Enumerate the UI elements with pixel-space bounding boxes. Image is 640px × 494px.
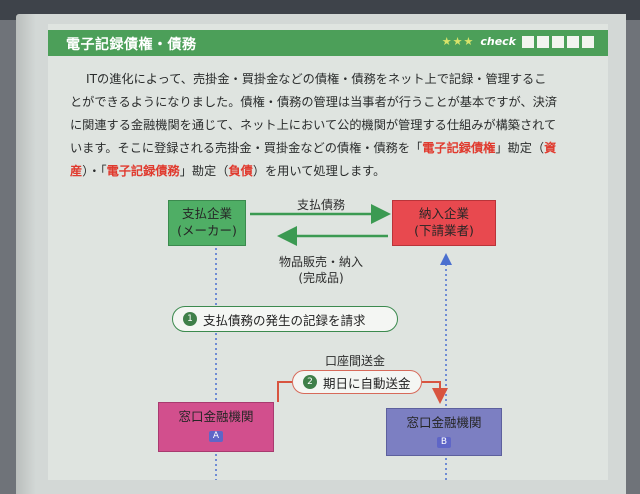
highlight-term: 電子記録債権 xyxy=(422,141,496,155)
text-span: 」勘定（ xyxy=(179,164,229,178)
check-box[interactable] xyxy=(537,35,549,48)
text-span: ）・「 xyxy=(82,164,107,178)
step-label: 支払債務の発生の記録を請求 xyxy=(203,312,366,328)
text-span: ）を用いて処理します。 xyxy=(252,164,386,178)
check-box[interactable] xyxy=(582,35,594,48)
bank-a-box: 窓口金融機関 A xyxy=(158,402,274,452)
step-label: 期日に自動送金 xyxy=(323,375,411,391)
node-title: 窓口金融機関 xyxy=(406,415,482,430)
bank-tag: B xyxy=(437,437,451,448)
step1-pill: 1 支払債務の発生の記録を請求 xyxy=(172,306,398,332)
node-title: 支払企業 xyxy=(181,206,232,221)
section-title: 電子記録債権・債務 xyxy=(66,37,197,53)
step2-pill: 2 期日に自動送金 xyxy=(292,370,422,394)
node-title: 納入企業 xyxy=(418,206,469,221)
star-rating: ★★★ xyxy=(441,35,475,48)
intro-line: ITの進化によって、売掛金・買掛金などの債権・債務をネット上で記録・管理するこ xyxy=(86,72,547,86)
check-box[interactable] xyxy=(567,35,579,48)
intro-line: 産）・「電子記録債務」勘定（負債）を用いて処理します。 xyxy=(70,160,600,183)
label-goods-delivery: 物品販売・納入 (完成品) xyxy=(266,254,376,286)
section-header: 電子記録債権・債務 ★★★ check xyxy=(48,30,608,56)
content-panel xyxy=(48,24,608,480)
highlight-term: 産 xyxy=(70,164,83,178)
label-payment-debt: 支払債務 xyxy=(296,198,345,212)
node-subtitle: (下請業者) xyxy=(414,223,474,238)
arrow-auto-transfer xyxy=(422,381,448,404)
highlight-term: 負債 xyxy=(228,164,253,178)
node-subtitle: (メーカー) xyxy=(177,223,237,238)
intro-paragraph: ITの進化によって、売掛金・買掛金などの債権・債務をネット上で記録・管理するこ … xyxy=(70,68,600,183)
page-shadow xyxy=(16,14,36,494)
intro-line: います。そこに登録される売掛金・買掛金などの債権・債務を「電子記録債権」勘定（資 xyxy=(70,137,600,160)
check-box[interactable] xyxy=(522,35,534,48)
label-line: 物品販売・納入 xyxy=(278,255,363,269)
label-account-transfer: 口座間送金 xyxy=(324,354,385,368)
text-span: います。そこに登録される売掛金・買掛金などの債権・債務を「 xyxy=(70,141,423,155)
node-title: 窓口金融機関 xyxy=(178,409,254,424)
check-area: ★★★ check xyxy=(442,35,594,48)
bank-tag: A xyxy=(209,431,223,442)
label-line: (完成品) xyxy=(298,271,344,285)
check-label: check xyxy=(480,35,516,48)
bank-b-box: 窓口金融機関 B xyxy=(386,408,502,456)
highlight-term: 電子記録債務 xyxy=(106,164,180,178)
intro-line: に関連する金融機関を通じて、ネット上において公的機関が管理する仕組みが構築されて xyxy=(70,118,557,132)
highlight-term: 資 xyxy=(544,141,557,155)
step-number: 2 xyxy=(303,375,317,389)
step-number: 1 xyxy=(183,312,197,326)
check-boxes xyxy=(522,35,594,48)
arrow-auto-transfer xyxy=(277,381,292,402)
text-span: 」勘定（ xyxy=(495,141,545,155)
check-box[interactable] xyxy=(552,35,564,48)
payee-company-box: 納入企業 (下請業者) xyxy=(392,200,496,246)
payer-company-box: 支払企業 (メーカー) xyxy=(168,200,246,246)
diagram-connectors xyxy=(215,204,452,480)
intro-line: とができるようになりました。債権・債務の管理は当事者が行うことが基本ですが、決済 xyxy=(70,95,558,109)
